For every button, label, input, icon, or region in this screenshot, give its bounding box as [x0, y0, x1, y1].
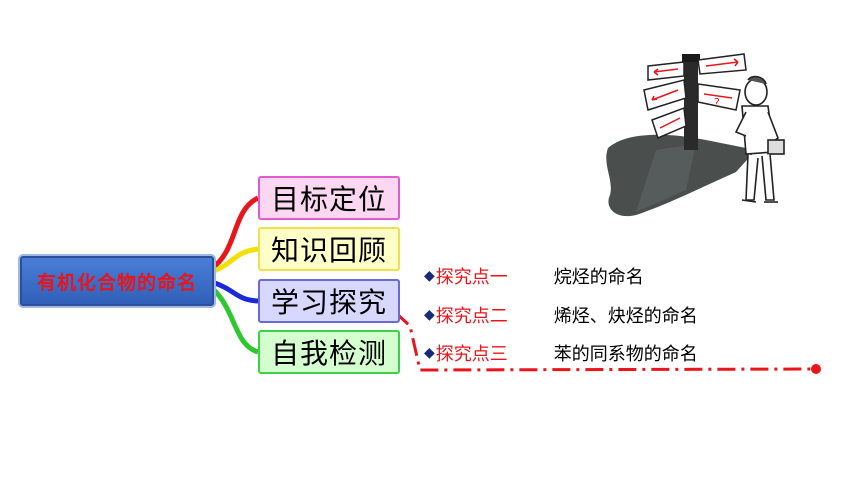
explore-point-text: 烯烃、炔烃的命名	[553, 306, 698, 327]
dash-leader-line	[393, 310, 816, 372]
dash-end-dot	[811, 364, 821, 374]
root-node[interactable]: 有机化合物的命名	[18, 254, 216, 308]
connector-review	[211, 246, 259, 275]
explore-point-text: 苯的同系物的命名	[553, 344, 698, 365]
branch-explore-label: 学习探究	[270, 286, 387, 319]
diamond-icon: ◆	[424, 307, 435, 323]
branch-test[interactable]: 自我检测	[258, 330, 400, 374]
signpost-thinker-illustration: ?	[606, 53, 785, 217]
explore-point-3[interactable]: ◆ 探究点三 苯的同系物的命名	[424, 341, 698, 365]
explore-point-2[interactable]: ◆ 探究点二 烯烃、炔烃的命名	[424, 303, 698, 327]
diamond-icon: ◆	[424, 268, 435, 284]
root-label: 有机化合物的命名	[36, 271, 197, 294]
explore-point-1[interactable]: ◆ 探究点一 烷烃的命名	[424, 264, 644, 288]
explore-point-label: 探究点一	[435, 267, 508, 288]
explore-point-label: 探究点三	[435, 344, 508, 365]
explore-point-text: 烷烃的命名	[553, 267, 644, 288]
connector-goal	[210, 195, 260, 271]
connector-explore	[211, 279, 259, 304]
branch-goal-label: 目标定位	[270, 183, 387, 216]
svg-text:?: ?	[714, 96, 720, 109]
diamond-icon: ◆	[424, 345, 435, 361]
branch-review[interactable]: 知识回顾	[258, 227, 400, 271]
explore-point-label: 探究点二	[435, 306, 508, 327]
branch-explore[interactable]: 学习探究	[258, 279, 400, 323]
branch-review-label: 知识回顾	[270, 234, 387, 267]
connector-test	[210, 286, 259, 355]
branch-test-label: 自我检测	[270, 337, 387, 370]
branch-goal[interactable]: 目标定位	[258, 176, 400, 220]
